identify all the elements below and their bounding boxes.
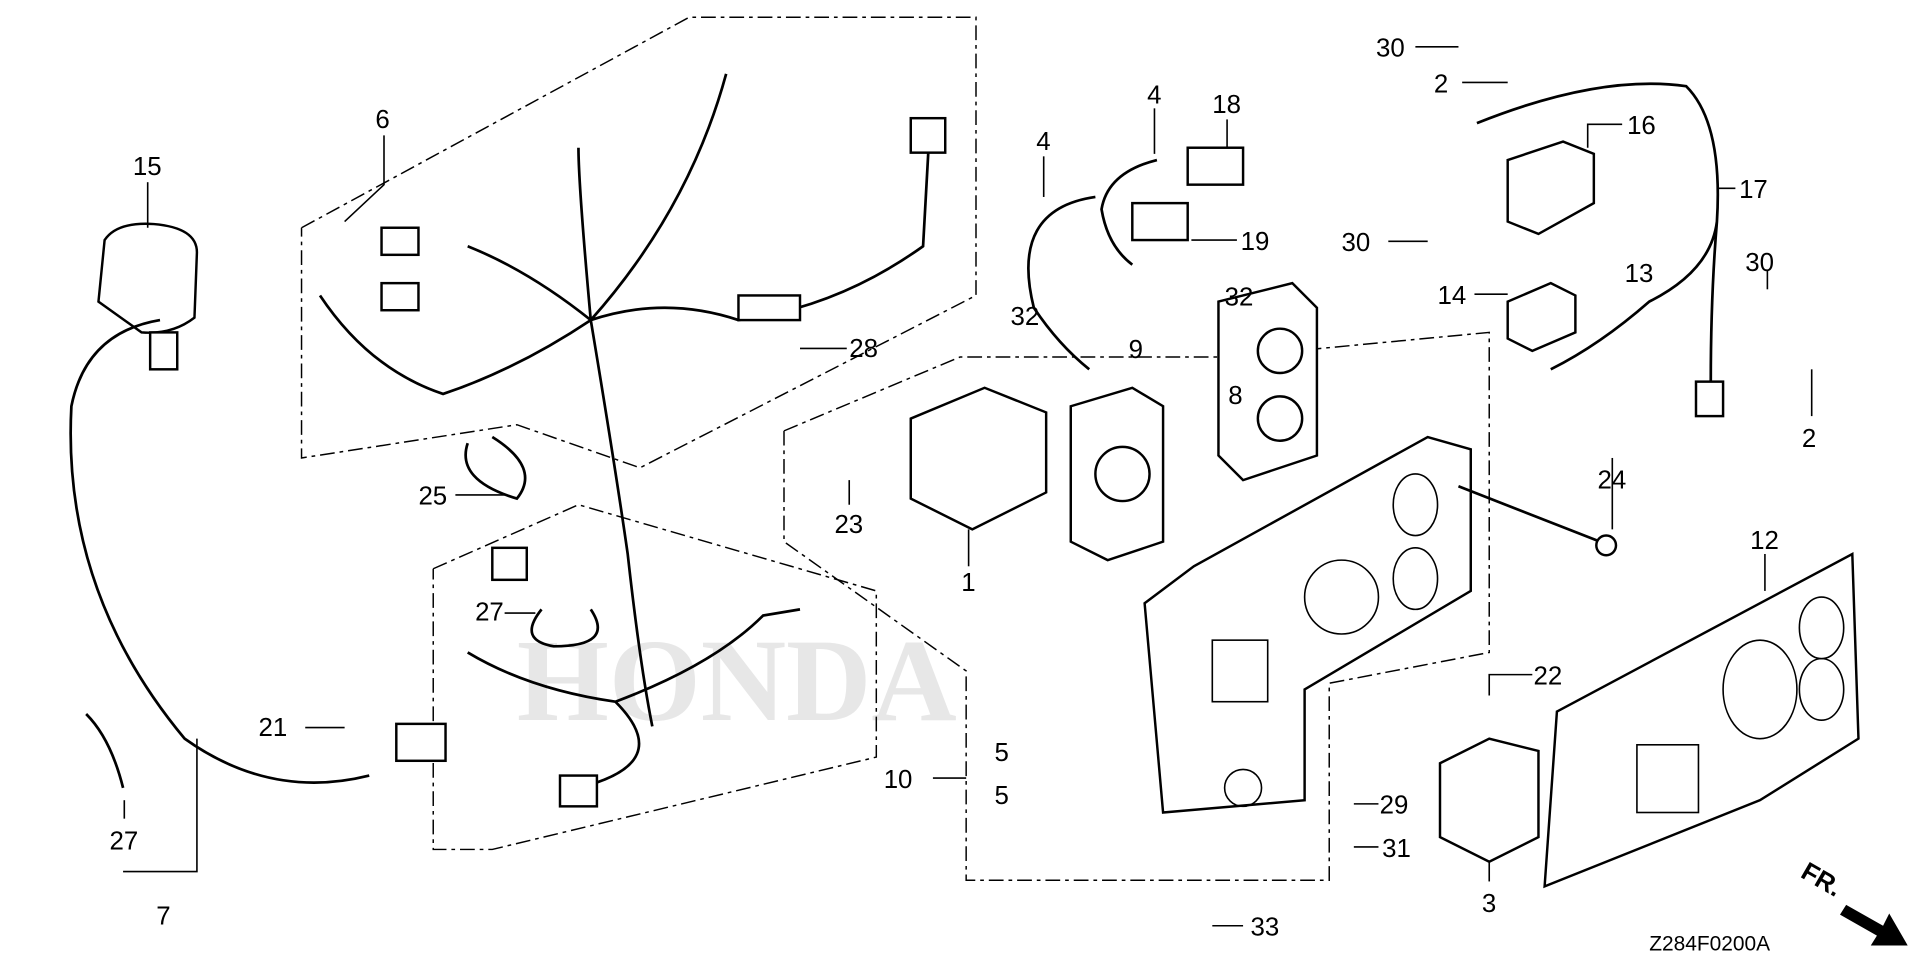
callout-32[interactable]: 32	[1010, 303, 1039, 331]
callout-27[interactable]: 27	[475, 598, 504, 626]
callout-2[interactable]: 2	[1802, 425, 1816, 453]
part-21-connector	[558, 774, 599, 808]
callout-6[interactable]: 6	[375, 106, 389, 134]
front-direction-arrow-icon	[1840, 904, 1908, 946]
callout-7[interactable]: 7	[156, 903, 170, 931]
diagram-code: Z284F0200A	[1649, 932, 1770, 955]
panel-hole	[1392, 547, 1439, 611]
group-boundary-21	[432, 503, 878, 851]
part-8-outlet-face	[1256, 327, 1304, 375]
callout-4[interactable]: 4	[1147, 81, 1161, 109]
part-17-connector	[1694, 380, 1725, 418]
callout-1[interactable]: 1	[961, 569, 975, 597]
callout-19[interactable]: 19	[1241, 228, 1270, 256]
callout-30[interactable]: 30	[1342, 229, 1371, 257]
callout-8[interactable]: 8	[1228, 382, 1242, 410]
callout-14[interactable]: 14	[1438, 282, 1467, 310]
part-21-harness	[466, 608, 801, 790]
panel-hole	[1636, 743, 1700, 814]
group-boundary-6	[300, 16, 977, 469]
part-4-wire	[1027, 158, 1158, 371]
part-24-bolt-head	[1595, 534, 1618, 557]
panel-hole	[1223, 768, 1263, 808]
callout-31[interactable]: 31	[1382, 835, 1411, 863]
callout-21[interactable]: 21	[258, 714, 287, 742]
part-27-clip	[530, 608, 600, 648]
part-12-panel	[1543, 551, 1860, 889]
watermark-logo: HONDA	[517, 615, 957, 746]
callout-33[interactable]: 33	[1250, 914, 1279, 942]
callout-5[interactable]: 5	[994, 739, 1008, 767]
part-24-bolt	[1457, 485, 1601, 543]
panel-hole	[1303, 559, 1380, 635]
callout-18[interactable]: 18	[1212, 91, 1241, 119]
callout-5[interactable]: 5	[994, 782, 1008, 810]
part-3-receptacle	[1438, 737, 1540, 864]
part-1-module	[909, 386, 1048, 531]
part-19-breaker	[1131, 201, 1189, 242]
part-9-socket-face	[1094, 445, 1151, 503]
part-25-band	[464, 435, 527, 501]
callout-12[interactable]: 12	[1750, 527, 1779, 555]
callout-9[interactable]: 9	[1129, 336, 1143, 364]
part-6-connector	[380, 281, 420, 312]
callout-4[interactable]: 4	[1036, 128, 1050, 156]
panel-hole	[1211, 639, 1269, 703]
callout-27[interactable]: 27	[110, 827, 139, 855]
callout-23[interactable]: 23	[834, 511, 863, 539]
callout-30[interactable]: 30	[1376, 35, 1405, 63]
part-7-connector	[148, 331, 179, 371]
part-6-connector	[380, 226, 420, 257]
callout-2[interactable]: 2	[1434, 70, 1448, 98]
part-21-connector	[491, 546, 528, 582]
part-17-harness	[1476, 82, 1720, 382]
part-27-clip	[85, 713, 125, 789]
callout-32[interactable]: 32	[1225, 283, 1254, 311]
part-7-harness	[69, 318, 370, 784]
part-6-harness	[318, 73, 931, 727]
part-15-cap	[97, 222, 199, 334]
leader-lines	[123, 45, 1813, 927]
part-10-panel	[1143, 435, 1472, 814]
part-8-outlet-face	[1256, 395, 1304, 442]
callout-28[interactable]: 28	[849, 335, 878, 363]
part-16-module	[1506, 140, 1596, 236]
panel-hole	[1392, 473, 1439, 537]
part-6-connector	[909, 116, 947, 154]
callout-17[interactable]: 17	[1739, 176, 1768, 204]
callout-15[interactable]: 15	[133, 153, 162, 181]
part-14-switch	[1506, 281, 1577, 353]
front-direction-label: FR.	[1796, 857, 1846, 902]
callout-25[interactable]: 25	[418, 483, 447, 511]
part-7-connector	[395, 722, 447, 763]
callout-16[interactable]: 16	[1627, 112, 1656, 140]
panel-hole	[1798, 657, 1845, 721]
callout-13[interactable]: 13	[1625, 260, 1654, 288]
callout-22[interactable]: 22	[1534, 662, 1563, 690]
group-boundary-10	[783, 331, 1490, 881]
callout-29[interactable]: 29	[1380, 792, 1409, 820]
callout-10[interactable]: 10	[884, 766, 913, 794]
part-18-breaker	[1186, 146, 1245, 186]
panel-hole	[1722, 639, 1798, 740]
callout-3[interactable]: 3	[1482, 890, 1496, 918]
part-6-connector	[737, 294, 802, 322]
callout-30[interactable]: 30	[1745, 249, 1774, 277]
callouts: 15 6 28 25 27 21 27 7 4 4 18 19 32 32 9 …	[110, 35, 1817, 942]
